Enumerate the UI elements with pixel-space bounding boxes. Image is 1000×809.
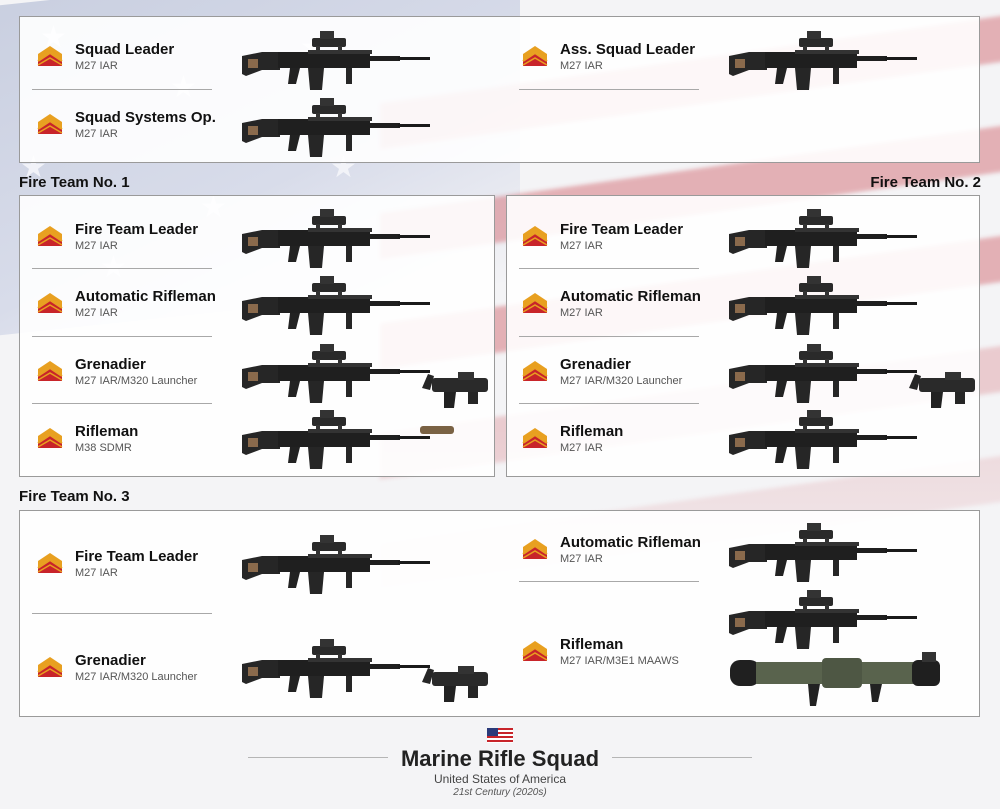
lance-corporal-chevron-icon <box>522 358 548 384</box>
lance-corporal-chevron-icon <box>37 223 63 249</box>
us-flag-icon <box>487 728 513 743</box>
member-weapon: M27 IAR/M320 Launcher <box>75 375 198 387</box>
member-role: Automatic Rifleman <box>560 534 701 551</box>
lance-corporal-chevron-icon <box>37 550 63 576</box>
page-era: 21st Century (2020s) <box>453 787 547 798</box>
m27-rifle-icon <box>240 339 430 405</box>
m27-rifle-icon <box>727 26 917 92</box>
divider <box>32 268 212 269</box>
divider <box>32 403 212 404</box>
suppressor-icon <box>420 426 454 434</box>
member-weapon: M27 IAR <box>75 240 118 252</box>
member-role: Fire Team Leader <box>560 221 684 238</box>
member-weapon: M27 IAR <box>560 60 603 72</box>
divider <box>32 613 212 614</box>
member-role: Automatic Rifleman <box>75 288 216 305</box>
member-role: Grenadier <box>560 356 631 373</box>
lance-corporal-chevron-icon <box>37 111 63 137</box>
lance-corporal-chevron-icon <box>522 425 548 451</box>
m320-launcher-icon <box>905 366 977 410</box>
member-role: Fire Team Leader <box>75 548 199 565</box>
member-weapon: M27 IAR/M320 Launcher <box>560 375 683 387</box>
member-weapon: M27 IAR/M3E1 MAAWS <box>560 655 679 667</box>
member-role: Rifleman <box>75 423 139 440</box>
lance-corporal-chevron-icon <box>37 425 63 451</box>
lance-corporal-chevron-icon <box>522 290 548 316</box>
member-role: Grenadier <box>75 356 146 373</box>
divider <box>32 89 212 90</box>
m27-rifle-icon <box>240 634 430 700</box>
lance-corporal-chevron-icon <box>37 43 63 69</box>
divider <box>519 403 699 404</box>
lance-corporal-chevron-icon <box>522 43 548 69</box>
member-weapon: M27 IAR <box>75 128 118 140</box>
m27-rifle-icon <box>727 585 917 651</box>
m27-rifle-icon <box>240 530 430 596</box>
m320-launcher-icon <box>418 660 490 704</box>
m27-rifle-icon <box>240 26 430 92</box>
m27-rifle-icon <box>240 204 430 270</box>
footer-divider-left <box>248 757 388 758</box>
member-weapon: M27 IAR <box>560 307 603 319</box>
lance-corporal-chevron-icon <box>522 638 548 664</box>
member-weapon: M38 SDMR <box>75 442 132 454</box>
member-role: Squad Leader <box>75 41 175 58</box>
divider <box>519 581 699 582</box>
member-role: Rifleman <box>560 423 624 440</box>
member-role: Squad Systems Op. <box>75 109 216 126</box>
divider <box>519 336 699 337</box>
member-role: Fire Team Leader <box>75 221 199 238</box>
lance-corporal-chevron-icon <box>37 358 63 384</box>
lance-corporal-chevron-icon <box>37 290 63 316</box>
divider <box>32 336 212 337</box>
member-role: Rifleman <box>560 636 624 653</box>
m27-rifle-icon <box>727 518 917 584</box>
page-title: Marine Rifle Squad <box>400 746 600 771</box>
footer-divider-right <box>612 757 752 758</box>
member-weapon: M27 IAR/M320 Launcher <box>75 671 198 683</box>
lance-corporal-chevron-icon <box>522 536 548 562</box>
divider <box>519 89 699 90</box>
m320-launcher-icon <box>418 366 490 410</box>
m27-rifle-icon <box>727 405 917 471</box>
fire-team-3-title: Fire Team No. 3 <box>19 488 130 505</box>
member-weapon: M27 IAR <box>560 553 603 565</box>
member-role: Ass. Squad Leader <box>560 41 696 58</box>
m27-rifle-icon <box>240 271 430 337</box>
member-role: Automatic Rifleman <box>560 288 701 305</box>
m27-rifle-icon <box>727 339 917 405</box>
maaws-launcher-icon <box>726 650 944 712</box>
member-weapon: M27 IAR <box>75 60 118 72</box>
lance-corporal-chevron-icon <box>522 223 548 249</box>
member-weapon: M27 IAR <box>560 442 603 454</box>
m27-rifle-icon <box>727 271 917 337</box>
fire-team-2-title: Fire Team No. 2 <box>870 174 981 191</box>
m27-rifle-icon <box>727 204 917 270</box>
member-weapon: M27 IAR <box>75 567 118 579</box>
lance-corporal-chevron-icon <box>37 654 63 680</box>
page-subtitle: United States of America <box>433 772 567 786</box>
member-weapon: M27 IAR <box>75 307 118 319</box>
divider <box>519 268 699 269</box>
member-weapon: M27 IAR <box>560 240 603 252</box>
m27-rifle-icon <box>240 93 430 159</box>
member-role: Grenadier <box>75 652 146 669</box>
m38-sdmr-icon <box>240 405 430 471</box>
fire-team-1-title: Fire Team No. 1 <box>19 174 130 191</box>
